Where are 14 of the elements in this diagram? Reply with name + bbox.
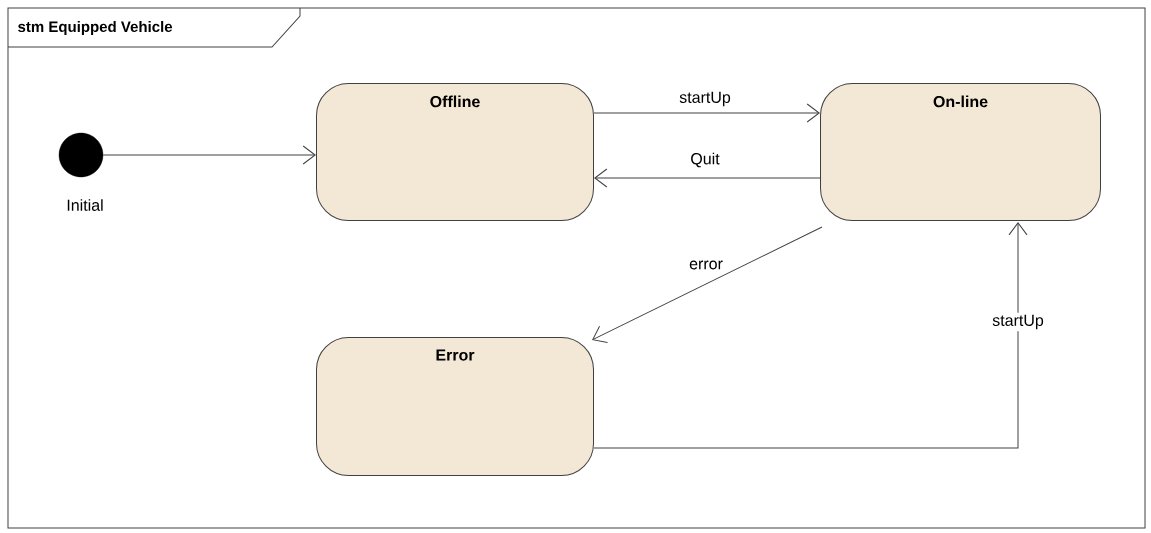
transition-arrow (593, 103, 820, 123)
edge-label: error (687, 258, 725, 272)
state-label: Initial (67, 199, 103, 211)
state-box: On-line (820, 83, 1101, 221)
state-box: Offline (316, 83, 594, 221)
state-box: Error (316, 337, 594, 476)
transition-arrow (592, 226, 823, 343)
edge-label: startUp (677, 89, 733, 109)
initial-state (58, 132, 104, 178)
transition-arrow (594, 168, 821, 188)
transition-arrow (102, 145, 316, 165)
edge-label: Quit (688, 150, 722, 170)
transition-arrow (593, 222, 1028, 449)
edge-label: startUp (990, 312, 1046, 332)
